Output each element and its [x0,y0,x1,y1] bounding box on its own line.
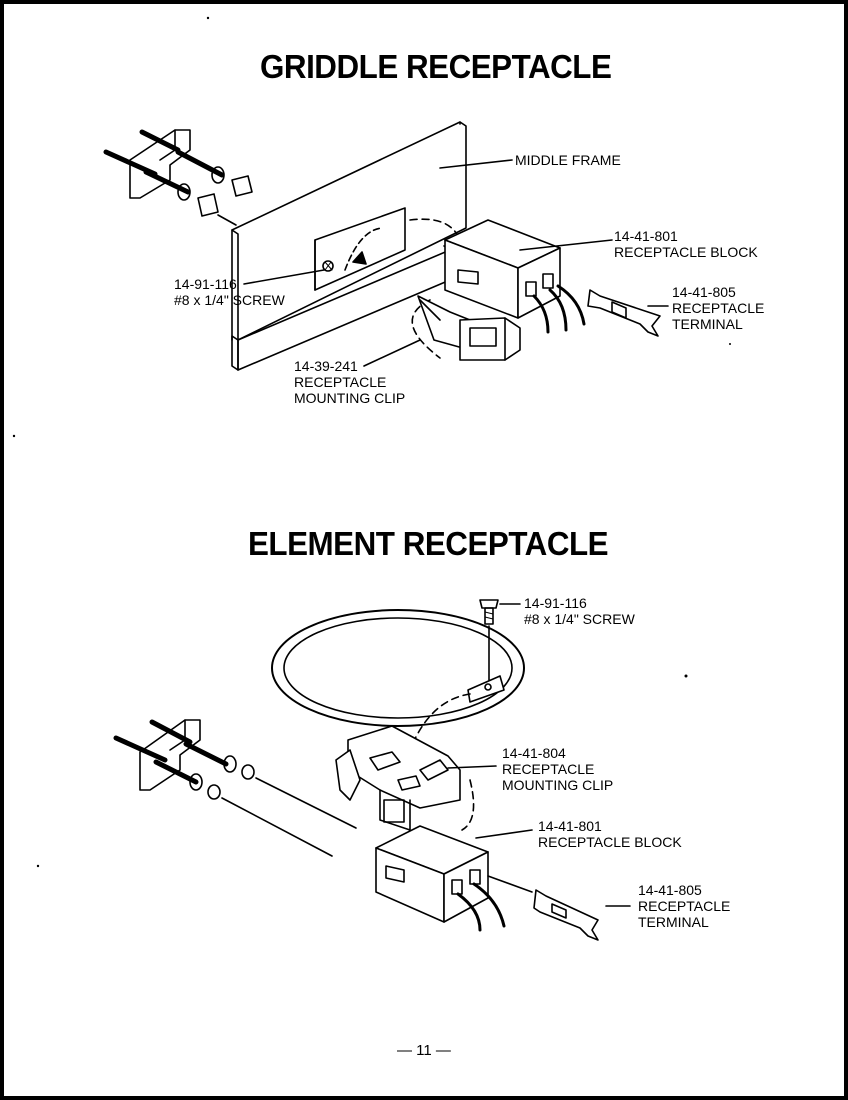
leader-element-clip [447,765,497,769]
part-number: 14-91-116 [524,595,587,611]
part-name: #8 x 1/4" SCREW [524,611,635,627]
part-number: 14-41-801 [538,818,602,834]
part-name: MOUNTING CLIP [294,390,406,406]
label-griddle-receptacle-block: 14-41-801 RECEPTACLE BLOCK [614,228,758,260]
element-screw [479,599,499,681]
middle-frame-plate [231,121,467,371]
leader-griddle-clip [363,339,421,367]
label-element-receptacle-block: 14-41-801 RECEPTACLE BLOCK [538,818,682,850]
page-number: — 11 — [397,1042,451,1059]
leader-middle-frame [439,159,513,169]
part-name: #8 x 1/4" SCREW [174,292,285,308]
label-griddle-mounting-clip: 14-39-241 RECEPTACLE MOUNTING CLIP [294,358,405,406]
leader-griddle-screw [243,269,325,285]
griddle-receptacle-terminal [587,289,661,337]
part-name: RECEPTACLE [672,300,765,316]
part-name: RECEPTACLE [294,374,387,390]
part-number: 14-41-805 [638,882,702,898]
label-element-mounting-clip: 14-41-804 RECEPTACLE MOUNTING CLIP [502,745,613,793]
leader-element-block-wire [487,875,533,893]
label-griddle-screw: 14-91-116 #8 x 1/4" SCREW [174,276,285,308]
element-mounting-clip [335,725,461,831]
griddle-mounting-clip [417,295,521,361]
griddle-receptacle-block [444,219,561,319]
element-heating-ring [271,609,525,727]
part-name: RECEPTACLE BLOCK [614,244,758,260]
label-griddle-receptacle-terminal: 14-41-805 RECEPTACLE TERMINAL [672,284,764,332]
element-receptacle-title: ELEMENT RECEPTACLE [248,525,609,562]
part-name: MOUNTING CLIP [502,777,614,793]
element-hardware-kit [113,719,357,857]
part-number: 14-39-241 [294,358,358,374]
leader-griddle-block [519,239,613,251]
label-middle-frame: MIDDLE FRAME [515,152,621,168]
label-element-screw: 14-91-116 #8 x 1/4" SCREW [524,595,635,627]
part-name: TERMINAL [672,316,743,332]
element-receptacle-terminal [533,889,599,941]
griddle-receptacle-title: GRIDDLE RECEPTACLE [260,48,612,85]
griddle-hardware-kit [103,129,253,226]
label-element-receptacle-terminal: 14-41-805 RECEPTACLE TERMINAL [638,882,730,930]
part-name: RECEPTACLE BLOCK [538,834,682,850]
element-receptacle-block [375,825,489,923]
part-number: 14-91-116 [174,276,237,292]
part-name: TERMINAL [638,914,709,930]
leader-element-block [475,829,533,839]
part-number: 14-41-801 [614,228,678,244]
part-name: RECEPTACLE [638,898,731,914]
part-number: 14-41-805 [672,284,736,300]
part-number: 14-41-804 [502,745,566,761]
part-name: RECEPTACLE [502,761,595,777]
